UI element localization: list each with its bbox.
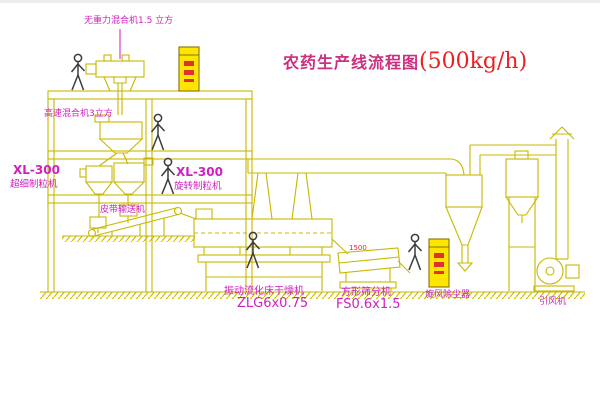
- worker-figure: [245, 231, 261, 269]
- platform-structure: [47, 90, 253, 293]
- label-sieve-model: FS0.6x1.5: [336, 297, 401, 312]
- label-cyclone-dust-collector: 旋风除尘器: [425, 290, 471, 300]
- dimension-1500: 1500: [349, 244, 367, 252]
- label-dryer-name: 振动流化床干燥机: [224, 286, 304, 297]
- label-fine-granulator-name: 超细制粒机: [10, 179, 58, 190]
- exhaust-duct-drawing: [247, 158, 465, 177]
- control-cabinet-top: [178, 46, 200, 92]
- diagram-canvas: [40, 29, 585, 299]
- square-sieve-drawing: [337, 247, 411, 292]
- label-fine-granulator-model: XL-300: [13, 163, 60, 177]
- exhaust-stack-drawing: [549, 126, 575, 259]
- worker-figure: [160, 157, 176, 195]
- control-cabinet-right: [428, 238, 450, 288]
- worker-figure: [150, 113, 166, 151]
- label-rotary-granulator-model: XL-300: [176, 165, 223, 179]
- gravity-free-mixer-drawing: [85, 29, 145, 115]
- title-capacity: (500kg/h): [419, 49, 528, 74]
- label-belt-conveyor: 皮带输送机: [100, 205, 146, 215]
- label-rotary-granulator-name: 旋转制粒机: [174, 181, 222, 192]
- label-sieve-name: 方形筛分机: [341, 287, 391, 298]
- induced-draft-fan-drawing: [533, 257, 580, 292]
- label-high-speed-mixer: 高速混合机3立方: [44, 109, 113, 119]
- page-title: 农药生产线流程图(500kg/h): [283, 49, 527, 74]
- worker-figure: [70, 53, 86, 91]
- cyclone-separator-drawing: [445, 145, 483, 272]
- belt-conveyor-drawing: [87, 206, 197, 238]
- fine-granulator-drawing: [79, 165, 114, 233]
- dust-collector-drawing: [504, 150, 540, 291]
- fan-duct-drawing: [470, 144, 556, 156]
- label-dryer-model: ZLG6x0.75: [237, 296, 309, 311]
- fluid-bed-dryer-drawing: [193, 172, 349, 291]
- rotary-granulator-drawing: [112, 157, 154, 223]
- title-text: 农药生产线流程图: [283, 53, 420, 72]
- worker-figure: [407, 233, 423, 271]
- label-gravity-free-mixer: 无重力混合机1.5 立方: [84, 16, 174, 26]
- ground-line: [40, 235, 585, 299]
- high-speed-mixer-drawing: [94, 114, 144, 167]
- label-induced-draft-fan: 引风机: [539, 297, 567, 307]
